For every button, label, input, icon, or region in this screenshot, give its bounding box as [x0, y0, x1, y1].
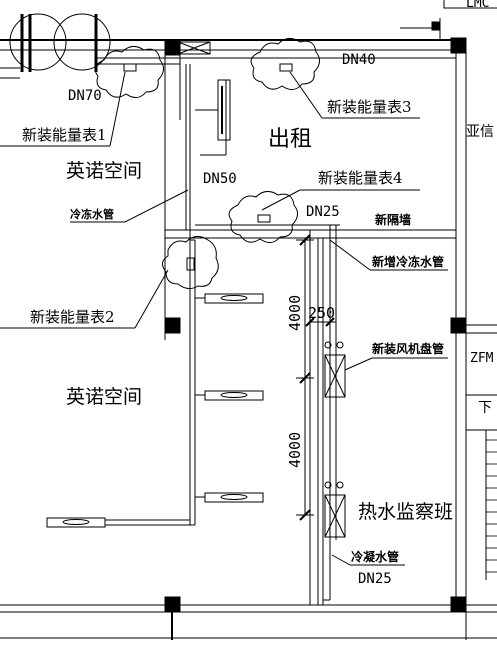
room-label-yingnuo-top: 英诺空间 [66, 160, 142, 182]
energy-meter-2-cloud [162, 236, 219, 290]
room-label-hot-water-team: 热水监察班 [358, 501, 453, 523]
energy-meter-1-label: 新装能量表1 [22, 126, 107, 144]
pipe-size-dn40: DN40 [342, 52, 376, 68]
energy-meter-3-label: 新装能量表3 [327, 98, 412, 116]
fan-coil-unit-upper [324, 341, 346, 398]
dimension-250: 250 [308, 304, 335, 322]
chilled-water-pipes [97, 18, 456, 605]
fan-coil-unit-lower [324, 481, 346, 538]
new-partition-label: 新隔墙 [375, 212, 411, 227]
building-walls [0, 39, 497, 640]
chilled-water-pipe-label: 冷冻水管 [70, 207, 114, 221]
structural-columns [164, 21, 467, 613]
zfm-label: ZFM [470, 351, 494, 366]
dimension-4000-bottom: 4000 [286, 432, 304, 468]
pipe-size-dn25-bottom: DN25 [358, 571, 392, 587]
condensate-pipe-label: 冷凝水管 [351, 549, 399, 564]
air-diffusers [46, 293, 264, 528]
energy-meter-3-cloud [250, 38, 320, 90]
room-label-yaxin: 亚信 [466, 124, 494, 140]
room-label-rent: 出租 [268, 126, 312, 151]
new-fcu-pipe-label: 新装风机盘管 [372, 341, 444, 356]
energy-meter-1-cloud [94, 46, 164, 98]
dimension-4000-top: 4000 [286, 295, 304, 331]
door-swing-symbols [9, 13, 111, 72]
dimension-lines [296, 234, 336, 521]
stair-treads [486, 439, 497, 573]
pipe-size-dn50: DN50 [203, 171, 237, 187]
lmc-label: LMC [466, 0, 489, 11]
energy-meter-4-label: 新装能量表4 [318, 169, 403, 187]
new-chilled-pipe-label: 新增冷冻水管 [372, 254, 444, 269]
pipe-size-dn70: DN70 [68, 88, 102, 104]
leader-lines [0, 71, 448, 566]
energy-meter-4-cloud [228, 191, 298, 243]
valve-symbol [177, 41, 211, 55]
pipe-size-dn25-top: DN25 [306, 204, 340, 220]
energy-meter-2-label: 新装能量表2 [30, 308, 115, 326]
stair-down-label: 下 [478, 401, 492, 416]
room-label-yingnuo-bottom: 英诺空间 [66, 386, 142, 408]
